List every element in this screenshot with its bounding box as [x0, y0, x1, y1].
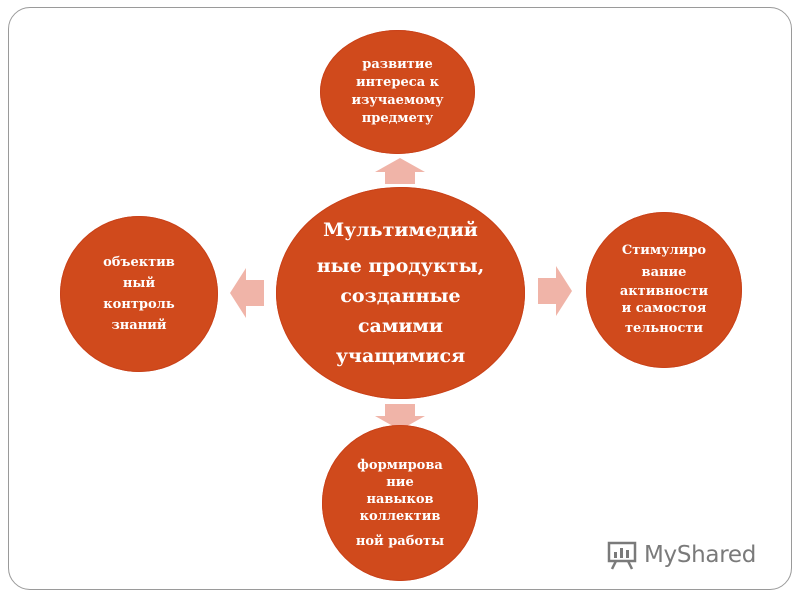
node-text-line: формирова: [357, 457, 443, 473]
center-text-line: созданные: [340, 285, 461, 307]
arrow-left: [230, 268, 264, 318]
node-text-line: контроль: [103, 297, 175, 312]
node-text-line: тельности: [624, 321, 704, 336]
node-text-line: предмету: [361, 111, 434, 126]
node-text-line: и самостоя: [621, 301, 707, 316]
node-text-line: изучаемому: [351, 93, 444, 108]
node-central-multimedia-products: Мультимедий ные продукты, созданные сами…: [276, 187, 525, 399]
node-text-line: вание: [641, 265, 687, 280]
node-activity-stimulation: Стимулиро вание активности и самостоя те…: [586, 212, 742, 368]
watermark-text: MyShared: [644, 542, 757, 568]
node-text-line: ние: [386, 474, 414, 490]
node-text-line: объектив: [103, 255, 175, 270]
node-text-line: активности: [619, 284, 709, 299]
node-objective-control: объектив ный контроль знаний: [60, 216, 218, 372]
node-text-line: развитие: [362, 57, 433, 72]
node-text-line: коллектив: [359, 508, 441, 524]
node-collective-skills: формирова ние навыков коллектив ной рабо…: [322, 425, 478, 581]
myshared-watermark: MyShared: [606, 535, 776, 575]
node-text-line: навыков: [366, 491, 434, 507]
center-text-line: ные продукты,: [316, 255, 485, 277]
arrow-right: [538, 266, 572, 316]
node-text-line: ной работы: [355, 533, 445, 549]
node-text-line: интереса к: [355, 75, 440, 90]
node-text-line: ный: [122, 276, 156, 291]
node-text-line: знаний: [111, 318, 167, 333]
node-interest-development: развитие интереса к изучаемому предмету: [320, 30, 475, 154]
center-text-line: Мультимедий: [323, 219, 478, 241]
node-text-line: Стимулиро: [621, 243, 707, 258]
arrow-up: [375, 158, 425, 184]
arrow-down: [375, 404, 425, 430]
presentation-board-icon: [607, 541, 637, 570]
center-text-line: самими: [357, 315, 444, 337]
center-text-line: учащимися: [335, 345, 466, 367]
